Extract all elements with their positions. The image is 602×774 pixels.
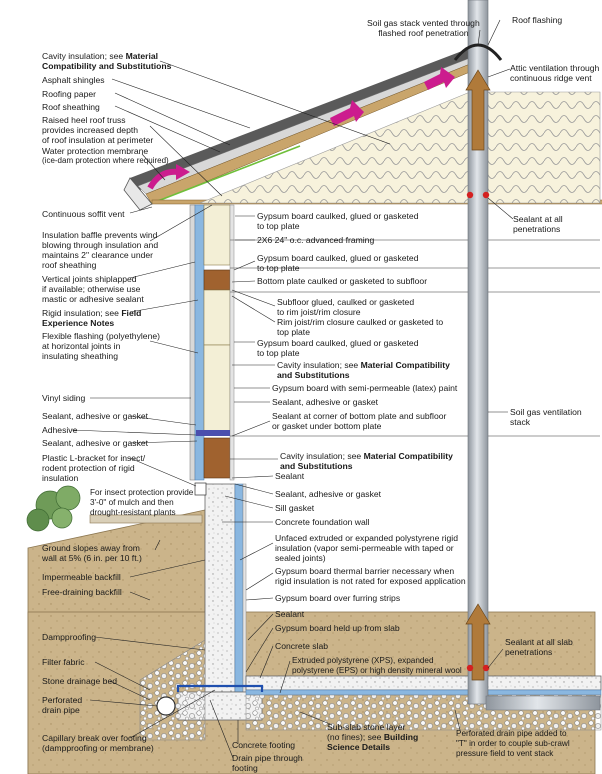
roof-assembly — [123, 48, 602, 211]
label-sealant-right-2: Sealant — [275, 471, 305, 481]
label-free-draining-backfill: Free-draining backfill — [42, 587, 122, 597]
drought-resistant-plants — [26, 485, 203, 532]
label-roof-sheathing: Roof sheathing — [42, 102, 100, 112]
label-flexible-flashing: Flexible flashing (polyethylene) at hori… — [42, 331, 160, 361]
label-vertical-joints: Vertical joints shiplapped if available;… — [42, 274, 144, 304]
label-sealant-slab-penetrations: Sealant at all slab penetrations — [505, 637, 573, 657]
label-cavity-insulation-low: Cavity insulation; see Material Compatib… — [280, 451, 453, 471]
label-sealant-right-1: Sealant, adhesive or gasket — [272, 397, 379, 407]
soil-gas-stack — [453, 0, 601, 711]
label-subfloor: Subfloor glued, caulked or gasketed to r… — [277, 297, 415, 317]
label-sill-gasket: Sill gasket — [275, 503, 315, 513]
foundation-assembly — [139, 482, 602, 741]
label-insulation-baffle: Insulation baffle prevents wind blowing … — [42, 230, 159, 270]
label-attic-ventilation: Attic ventilation through continuous rid… — [510, 63, 600, 83]
label-drain-pipe-through-footing: Drain pipe through footing — [232, 753, 303, 773]
label-sub-slab-stone: Sub-slab stone layer (no fines); see Bui… — [327, 722, 419, 752]
label-slab-insulation: Extruded polystyrene (XPS), expanded pol… — [292, 656, 462, 675]
label-perforated-drain-pipe: Perforated drain pipe — [42, 695, 83, 715]
label-continuous-soffit-vent: Continuous soffit vent — [42, 209, 125, 219]
label-adhesive: Adhesive — [42, 425, 78, 435]
label-plastic-l-bracket: Plastic L-bracket for insect/ rodent pro… — [42, 453, 146, 483]
label-gypsum-top-plate-2: Gypsum board caulked, glued or gasketed … — [257, 253, 419, 273]
label-capillary-break: Capillary break over footing (dampproofi… — [42, 733, 154, 753]
label-gypsum-thermal-barrier: Gypsum board thermal barrier necessary w… — [275, 566, 466, 586]
label-asphalt-shingles: Asphalt shingles — [42, 75, 105, 85]
label-sealant-left-1: Sealant, adhesive or gasket — [42, 411, 149, 421]
label-water-protection-membrane: Water protection membrane — [42, 146, 149, 156]
label-filter-fabric: Filter fabric — [42, 657, 85, 667]
label-ground-slopes: Ground slopes away from wall at 5% (6 in… — [42, 543, 142, 563]
label-gypsum-furring-strips: Gypsum board over furring strips — [275, 593, 401, 603]
label-concrete-footing: Concrete footing — [232, 740, 296, 750]
label-gypsum-top-plate-1: Gypsum board caulked, glued or gasketed … — [257, 211, 419, 231]
label-cavity-insulation-mid: Cavity insulation; see Material Compatib… — [277, 360, 450, 380]
label-sealant-all-penetrations: Sealant at all penetrations — [513, 214, 563, 234]
label-perforated-drain-t: Perforated drain pipe added to "T" in or… — [456, 729, 570, 758]
label-soil-gas-stack-top: Soil gas stack vented through flashed ro… — [367, 18, 480, 38]
label-sealant-right-4: Sealant — [275, 609, 305, 619]
label-stone-drainage-bed: Stone drainage bed — [42, 676, 118, 686]
label-raised-heel-truss: Raised heel roof truss provides increase… — [42, 115, 154, 145]
label-concrete-slab: Concrete slab — [275, 641, 329, 651]
label-gypsum-semi-permeable: Gypsum board with semi-permeable (latex)… — [272, 383, 458, 393]
label-rim-joist: Rim joist/rim closure caulked or gaskete… — [277, 317, 444, 337]
label-gypsum-held-up: Gypsum board held up from slab — [275, 623, 400, 633]
leader-lines — [71, 19, 514, 759]
label-mulch-note: For insect protection provide 3'-0" of m… — [90, 488, 194, 517]
label-vinyl-siding: Vinyl siding — [42, 393, 86, 403]
label-soil-gas-ventilation-stack: Soil gas ventilation stack — [510, 407, 582, 427]
label-gypsum-top-plate-3: Gypsum board caulked, glued or gasketed … — [257, 338, 419, 358]
label-sealant-right-3: Sealant, adhesive or gasket — [275, 489, 382, 499]
label-bottom-plate: Bottom plate caulked or gasketed to subf… — [257, 276, 428, 286]
label-roof-flashing: Roof flashing — [512, 15, 563, 25]
air-flow-arrows — [147, 67, 455, 190]
label-concrete-foundation-wall: Concrete foundation wall — [275, 517, 370, 527]
label-unfaced-rigid-insulation: Unfaced extruded or expanded polystyrene… — [275, 533, 458, 563]
label-impermeable-backfill: Impermeable backfill — [42, 572, 121, 582]
label-sealant-corner: Sealant at corner of bottom plate and su… — [272, 411, 447, 431]
wall-assembly — [189, 204, 600, 481]
label-roofing-paper: Roofing paper — [42, 89, 96, 99]
label-sealant-left-2: Sealant, adhesive or gasket — [42, 438, 149, 448]
label-dampproofing: Dampproofing — [42, 632, 96, 642]
label-ice-dam-protection: (ice-dam protection where required) — [42, 156, 169, 165]
label-advanced-framing: 2X6 24" o.c. advanced framing — [257, 235, 375, 245]
